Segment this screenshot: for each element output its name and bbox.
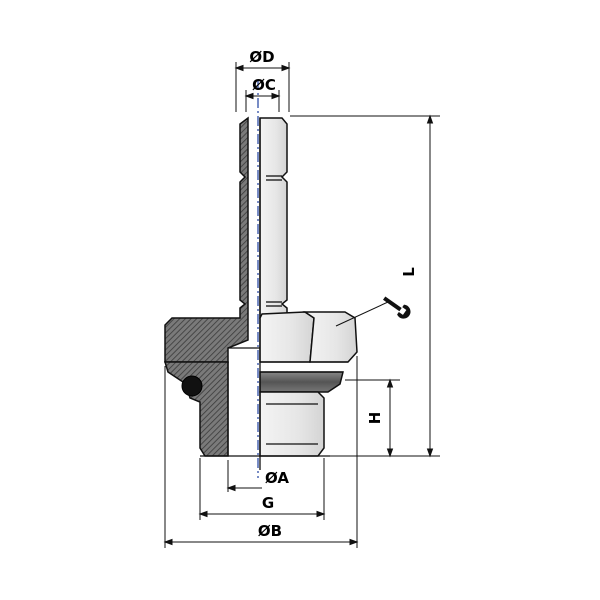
dimensions <box>163 62 440 548</box>
label-height-h: H <box>366 412 384 425</box>
hex-face-left <box>259 311 315 363</box>
wrench-icon <box>383 296 411 319</box>
section-half <box>163 116 249 457</box>
label-dia-d: ØD <box>249 48 274 66</box>
label-thread-g: G <box>262 494 274 512</box>
thread-body-outside <box>259 391 325 457</box>
label-dia-c: ØC <box>252 76 276 94</box>
hex-face-right <box>302 311 358 363</box>
bonded-seal <box>259 371 344 393</box>
body-section <box>163 361 229 457</box>
stem-section <box>164 116 249 363</box>
stem-details <box>200 118 348 470</box>
stem-outside <box>259 117 288 319</box>
label-dia-a: ØA <box>265 469 289 487</box>
o-ring <box>181 375 203 397</box>
outside-half <box>259 117 358 457</box>
label-length-l: L <box>400 267 418 277</box>
label-dia-b: ØB <box>258 522 282 540</box>
